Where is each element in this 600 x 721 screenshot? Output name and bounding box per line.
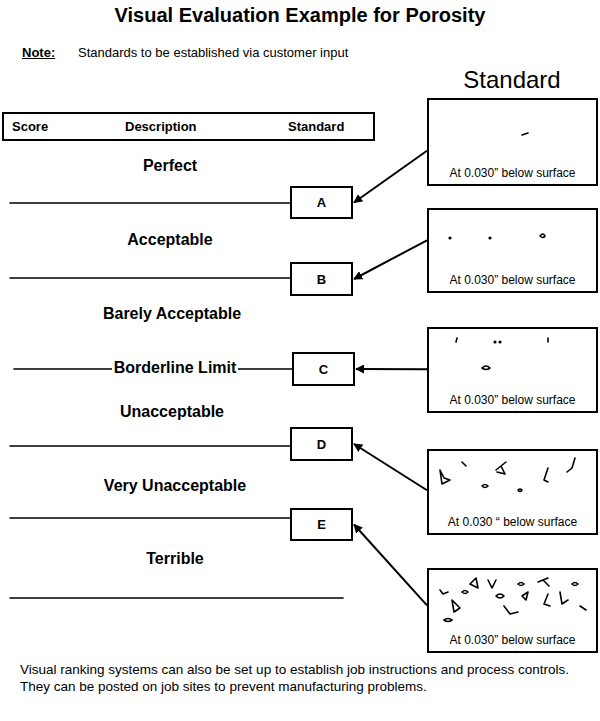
pore [544,468,548,482]
score-line [10,277,290,279]
pore [494,341,496,343]
standard-image-box: At 0.030” below surface [427,98,598,186]
score-line [10,517,290,519]
pore [538,578,549,586]
pore [456,338,457,342]
score-line [10,445,290,447]
label-text: Standards to be established via customer… [78,45,348,60]
pore [522,592,528,600]
pore [462,591,468,594]
pore [499,341,501,343]
arrow-connector [356,368,427,370]
label-text: Acceptable [127,231,212,249]
standard-image-box: At 0.030 “ below surface [427,449,598,535]
depth-note: At 0.030” below surface [449,393,575,407]
label-text: Borderline Limit [112,359,239,377]
pore [482,485,488,488]
pore [522,133,528,135]
column-header: Description [125,119,197,134]
pore [452,600,460,612]
standard-letter-box: B [290,262,353,296]
caption: Visual ranking systems can also be set u… [20,661,580,695]
pore [504,606,518,614]
pore [540,234,545,238]
arrow-connector [354,151,427,203]
column-header: Standard [288,119,344,134]
score-line [10,202,290,204]
pore [547,338,549,342]
label-text: Perfect [143,157,197,175]
pore [440,590,448,594]
pore [518,489,522,492]
depth-note: At 0.030” below surface [449,166,575,180]
title: Visual Evaluation Example for Porosity [115,4,486,27]
arrow-connector [354,525,427,606]
pore [518,583,524,586]
standard-letter: C [319,362,328,377]
label-text: Terrible [146,550,204,568]
pore [489,237,491,239]
pore [572,583,578,586]
pore [482,366,490,370]
pore [488,580,496,588]
pore [496,594,504,598]
label-text: Standard [463,66,560,94]
standard-image-box: At 0.030” below surface [427,208,598,293]
label-text: Unacceptable [120,403,224,421]
depth-note: At 0.030” below surface [449,633,575,647]
standard-letter-box: D [290,427,353,461]
pore [560,592,568,604]
pore [580,606,586,610]
label-text: Barely Acceptable [103,305,241,323]
header-box: Score Description Standard [2,112,375,141]
standard-image-box: At 0.030” below surface [427,327,598,413]
standard-letter: B [317,272,326,287]
standard-letter-box: E [290,508,353,541]
depth-note: At 0.030 “ below surface [448,515,577,529]
pore [462,462,466,466]
pore [567,458,575,472]
standard-letter: E [317,517,326,532]
score-line [10,597,343,599]
arrow-connector [354,444,427,490]
pore [440,470,450,484]
standard-letter: D [317,437,326,452]
pore [496,462,506,474]
label-text: Very Unacceptable [104,477,246,495]
column-header: Score [12,119,48,134]
label-text: Note: [22,45,55,60]
standard-letter: A [317,195,326,210]
arrow-connector [354,240,427,279]
pore [449,237,451,239]
pore [470,578,478,588]
pore [544,594,550,606]
depth-note: At 0.030” below surface [449,273,575,287]
standard-letter-box: A [290,186,353,219]
standard-letter-box: C [292,352,355,386]
pore [444,619,452,622]
standard-image-box: At 0.030” below surface [427,568,598,653]
